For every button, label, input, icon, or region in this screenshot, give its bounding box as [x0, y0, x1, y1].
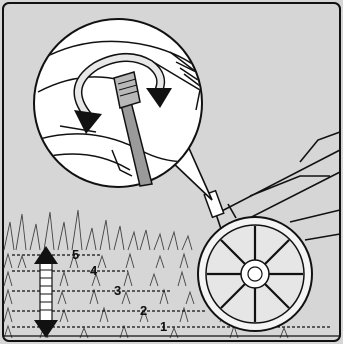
- height-level-2: 2: [140, 303, 147, 318]
- height-level-5: 5: [72, 247, 79, 262]
- height-level-3: 3: [114, 283, 121, 298]
- height-level-1: 1: [160, 319, 167, 334]
- wheel-icon: [198, 217, 312, 331]
- height-level-4: 4: [90, 263, 98, 278]
